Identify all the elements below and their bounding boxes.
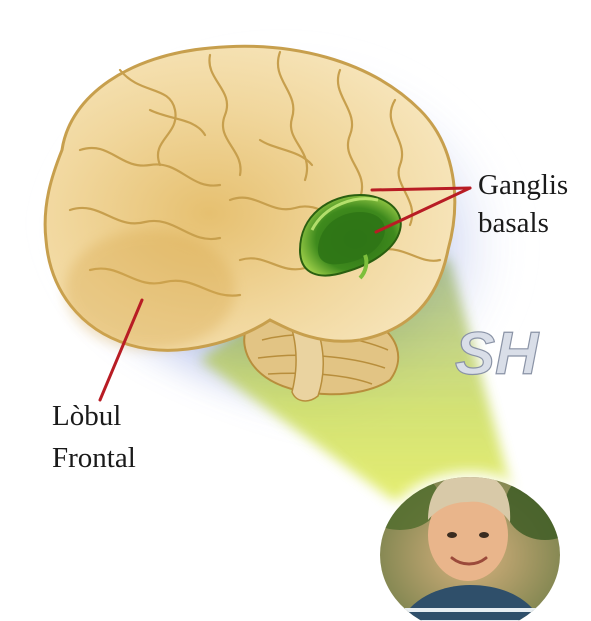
basal-ganglia-label-line-2: basals [478,206,549,240]
sh-watermark: SH [455,320,540,387]
basal-ganglia-label-line-1: Ganglis [478,168,568,202]
frontal-lobe-label-line-1: Lòbul [52,399,121,433]
watermark-text: SH [455,320,540,387]
frontal-lobe-label-line-2: Frontal [52,441,136,475]
